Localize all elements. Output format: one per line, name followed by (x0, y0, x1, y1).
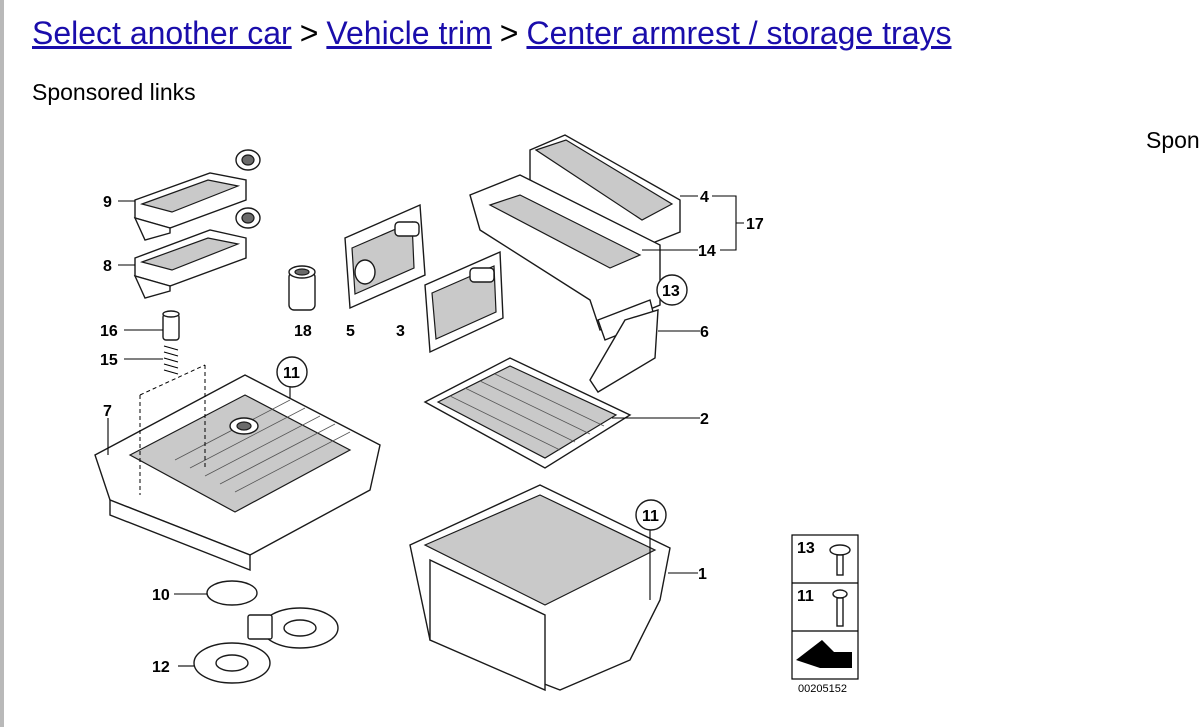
callout-12: 12 (152, 659, 170, 676)
parts-diagram: 9 8 16 15 7 18 5 3 4 14 17 6 2 1 10 12 1… (94, 134, 859, 695)
part-6-panel-drawing (589, 309, 659, 393)
page-edge (0, 0, 4, 727)
callout-1: 1 (698, 566, 707, 583)
part-16-15-cap-spring-drawing (162, 310, 180, 375)
callout-8: 8 (103, 258, 112, 275)
breadcrumb: Select another car>Vehicle trim>Center a… (32, 14, 952, 52)
breadcrumb-link-select-car[interactable]: Select another car (32, 15, 292, 51)
screw-11-icon (832, 589, 848, 599)
callout-3: 3 (396, 323, 405, 340)
callout-15: 15 (100, 352, 118, 369)
callout-10: 10 (152, 587, 170, 604)
callout-11-circle-bin (635, 499, 667, 531)
breadcrumb-separator: > (499, 15, 519, 51)
part-1-bin-drawing (409, 484, 671, 692)
part-10-12-discs-drawing (193, 580, 339, 684)
breadcrumb-separator: > (299, 15, 319, 51)
callout-7: 7 (103, 403, 112, 420)
callout-6: 6 (700, 324, 709, 341)
callout-11-circle (276, 356, 308, 388)
screw-13-shaft (836, 554, 844, 576)
callout-14: 14 (698, 243, 716, 260)
callout-2: 2 (700, 411, 709, 428)
callout-11-a: 11 (283, 365, 300, 382)
part-9-tray-drawing (133, 149, 261, 241)
diagram-code: 00205152 (798, 683, 847, 695)
fastener-legend: 13 11 (791, 534, 859, 680)
part-8-tray-drawing (133, 207, 261, 299)
callout-16: 16 (100, 323, 118, 340)
callout-17: 17 (746, 216, 764, 233)
sponsored-links-label-right: Spon (1146, 127, 1200, 153)
part-5-bracket-drawing (344, 203, 426, 310)
callout-18: 18 (294, 323, 312, 340)
callout-11-b: 11 (642, 508, 659, 525)
screw-13-icon (829, 544, 851, 556)
callout-5: 5 (346, 323, 355, 340)
callout-4: 4 (700, 189, 709, 206)
screw-11-shaft (836, 597, 844, 627)
callout-9: 9 (103, 194, 112, 211)
breadcrumb-link-center-armrest[interactable]: Center armrest / storage trays (526, 15, 952, 51)
breadcrumb-link-vehicle-trim[interactable]: Vehicle trim (326, 15, 492, 51)
part-7-cupholder-drawing (94, 374, 381, 572)
legend-11: 11 (797, 588, 814, 605)
legend-13: 13 (797, 540, 815, 557)
direction-arrow-icon (796, 640, 852, 668)
callout-13-circle (656, 274, 688, 306)
part-18-socket-drawing (288, 265, 316, 311)
callout-13: 13 (662, 283, 680, 300)
sponsored-links-label: Sponsored links (32, 79, 196, 105)
part-3-bracket-drawing (424, 250, 504, 354)
part-2-mat-drawing (423, 357, 632, 469)
